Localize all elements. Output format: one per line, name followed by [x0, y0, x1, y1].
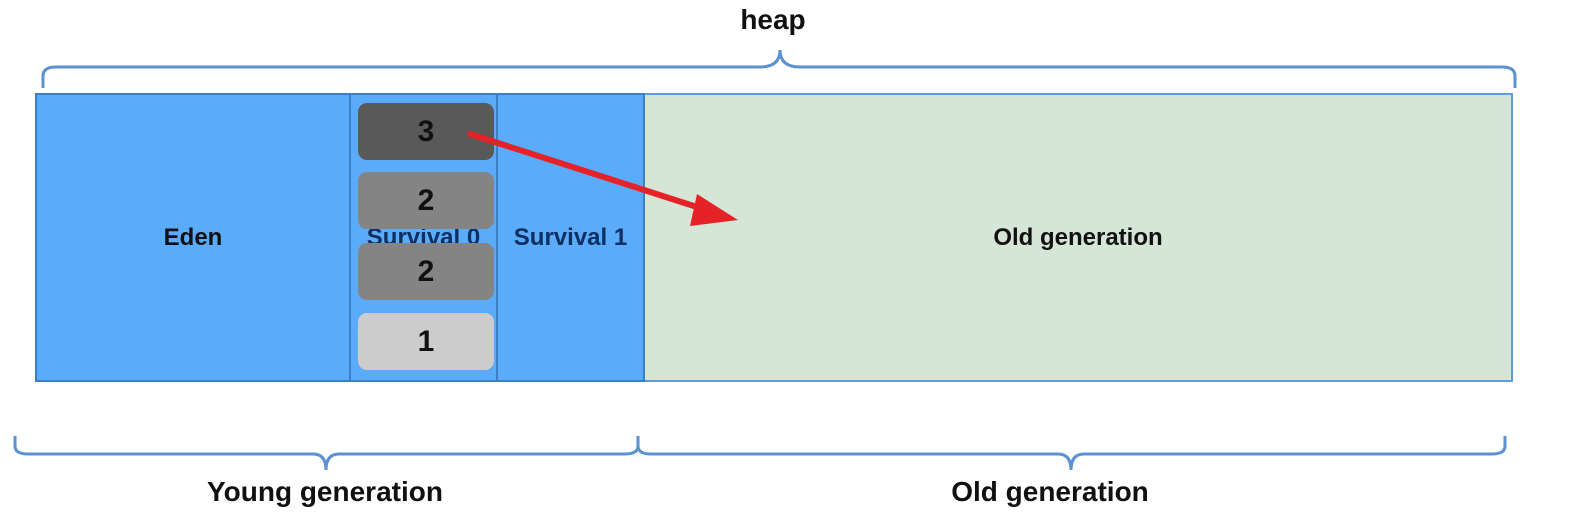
young-generation-label: Young generation — [207, 476, 443, 507]
promotion-arrow-head — [690, 194, 738, 226]
old-generation-region: Old generation — [645, 93, 1513, 382]
object-block-label: 2 — [417, 183, 435, 217]
old-generation-brace — [636, 436, 1507, 471]
survivor-1-label: Survival 1 — [513, 223, 628, 251]
object-block-label: 3 — [417, 114, 435, 148]
object-block-label: 2 — [417, 254, 435, 288]
survivor-1-region: Survival 1 — [498, 93, 645, 382]
eden-region: Eden — [35, 93, 351, 382]
old-generation-label: Old generation — [951, 476, 1149, 507]
heap-brace — [41, 49, 1517, 88]
object-block-age-2: 2 — [358, 243, 494, 300]
object-block-label: 1 — [417, 324, 435, 358]
young-generation-brace — [13, 436, 640, 471]
eden-label: Eden — [163, 223, 223, 251]
old-generation-region-label: Old generation — [993, 223, 1163, 251]
promotion-arrow-shaft — [467, 131, 703, 211]
heap-title: heap — [740, 4, 806, 35]
object-block-age-1: 1 — [358, 313, 494, 370]
object-block-age-2: 2 — [358, 172, 494, 229]
